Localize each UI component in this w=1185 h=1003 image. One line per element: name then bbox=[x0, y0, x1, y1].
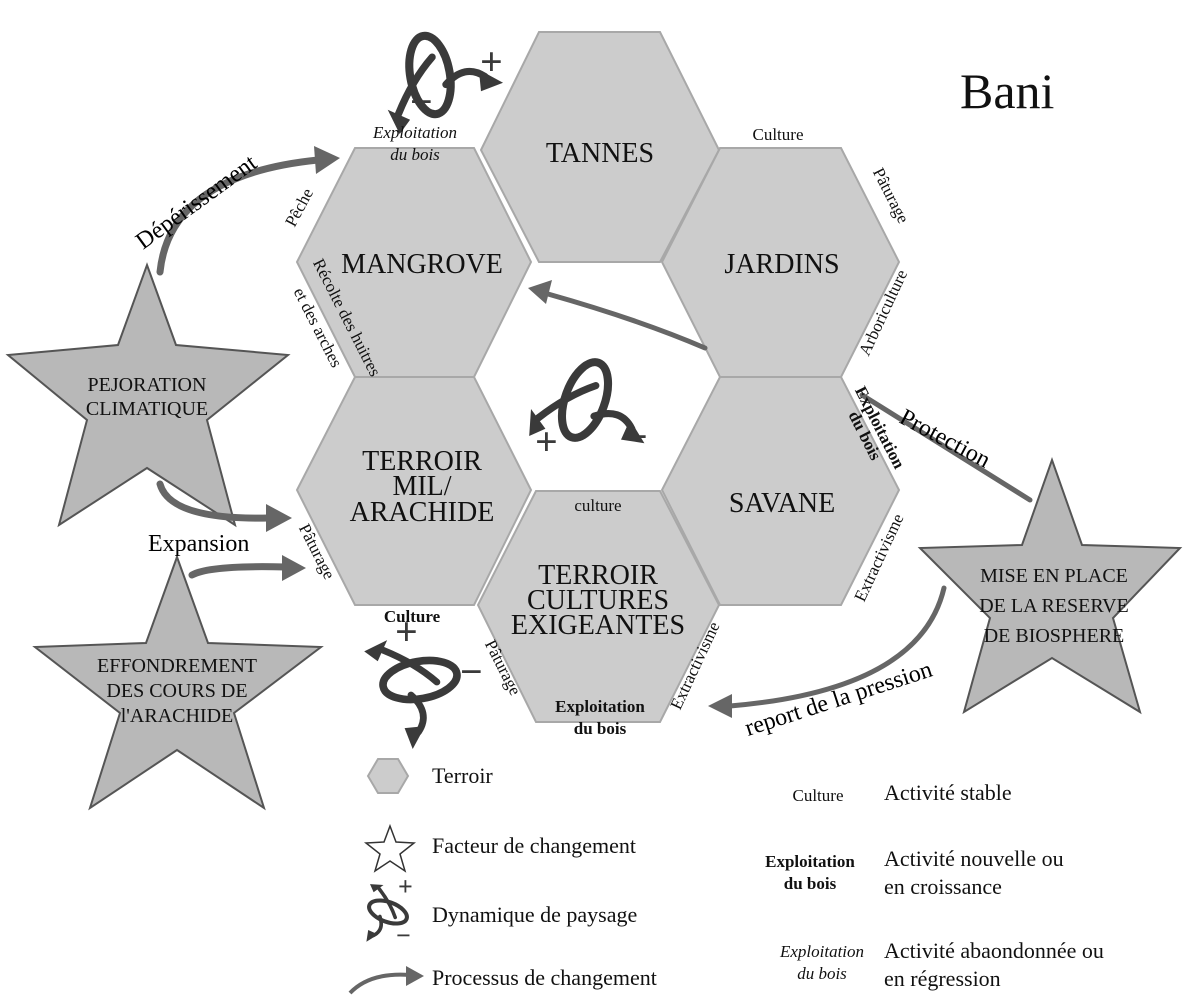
process-report-pression-arrow bbox=[708, 585, 947, 718]
terroir-mil-line1: TERROIR bbox=[362, 446, 482, 477]
factor-pejoration-line2: CLIMATIQUE bbox=[86, 398, 208, 420]
terroir-exig-line3: EXIGEANTES bbox=[511, 610, 685, 641]
legend-aband-example-line1: Exploitation bbox=[779, 942, 864, 961]
terroir-savane: SAVANE bbox=[660, 376, 901, 606]
legend-processus: Processus de changement bbox=[348, 965, 657, 995]
legend-new-desc-line1: Activité nouvelle ou bbox=[884, 846, 1064, 871]
act-exig-expl-line1: Exploitation bbox=[555, 697, 645, 716]
terroir-mangrove: MANGROVE bbox=[295, 147, 533, 378]
legend-dynamique: + − Dynamique de paysage bbox=[366, 872, 637, 950]
factor-effondrement-line2: DES COURS DE bbox=[106, 680, 247, 702]
legend-dyn-plus-icon: + bbox=[398, 872, 413, 901]
process-protection-label: Protection bbox=[895, 404, 994, 473]
terroir-exig-line2: CULTURES bbox=[527, 585, 669, 616]
legend-facteur-label: Facteur de changement bbox=[432, 833, 636, 858]
terroir-cultures-exigeantes: TERROIR CULTURES EXIGEANTES bbox=[476, 490, 721, 723]
dynamic-top-plus-icon: + bbox=[480, 39, 503, 84]
dynamic-icon-bottom: + − bbox=[358, 609, 484, 749]
act-center-culture: culture bbox=[574, 496, 621, 515]
legend-facteur: Facteur de changement bbox=[363, 823, 636, 873]
legend-stable-desc: Activité stable bbox=[884, 780, 1012, 805]
act-exig-expl-line2: du bois bbox=[574, 719, 627, 738]
dynamic-bottom-minus-icon: − bbox=[460, 649, 483, 694]
terroir-mangrove-label: MANGROVE bbox=[341, 249, 503, 280]
legend-aband-desc-line2: en régression bbox=[884, 966, 1001, 991]
factor-reserve-biosphere: MISE EN PLACE DE LA RESERVE DE BIOSPHERE bbox=[917, 456, 1183, 715]
terroir-jardins-label: JARDINS bbox=[724, 249, 839, 280]
factor-effondrement-line3: l'ARACHIDE bbox=[121, 705, 234, 727]
process-deperissement-arrow bbox=[156, 146, 340, 276]
legend-aband-example-line2: du bois bbox=[797, 964, 847, 983]
dynamic-center-plus-icon: + bbox=[535, 419, 558, 464]
dynamic-bottom-plus-icon: + bbox=[395, 609, 418, 654]
legend-dynamique-label: Dynamique de paysage bbox=[432, 902, 637, 927]
legend-aband-desc-line1: Activité abaondonnée ou bbox=[884, 938, 1104, 963]
act-tannes-expl-line1: Exploitation bbox=[372, 123, 457, 142]
legend-processus-label: Processus de changement bbox=[432, 965, 657, 990]
act-tannes-expl-line2: du bois bbox=[390, 145, 440, 164]
factor-reserve-line1: MISE EN PLACE bbox=[980, 565, 1128, 587]
act-tannes-culture: Culture bbox=[753, 125, 804, 144]
terroir-exig-line1: TERROIR bbox=[538, 560, 658, 591]
dynamic-icon-top: + − bbox=[360, 7, 504, 141]
process-pejoration-to-mil-arrow bbox=[156, 480, 292, 532]
dynamic-center-minus-icon: − bbox=[625, 414, 648, 459]
factor-reserve-line2: DE LA RESERVE bbox=[979, 595, 1129, 617]
dynamic-top-minus-icon: − bbox=[410, 79, 433, 124]
factor-reserve-line3: DE BIOSPHERE bbox=[984, 625, 1125, 647]
terroir-tannes-label: TANNES bbox=[546, 138, 654, 169]
dynamic-icon-center: + − bbox=[529, 356, 648, 464]
terroir-mil-line3: ARACHIDE bbox=[350, 497, 495, 528]
process-jardins-to-mangrove-arrow bbox=[528, 280, 708, 351]
act-peche: Pêche bbox=[281, 185, 317, 230]
terroir-savane-label: SAVANE bbox=[729, 488, 835, 519]
legend-new-desc-line2: en croissance bbox=[884, 874, 1002, 899]
legend-stable-example: Culture bbox=[793, 786, 844, 805]
legend-new-example-line1: Exploitation bbox=[765, 852, 855, 871]
act-culture-bold: Culture bbox=[384, 607, 441, 626]
diagram-title: Bani bbox=[960, 63, 1054, 119]
legend-terroir-label: Terroir bbox=[432, 763, 493, 788]
legend-dyn-minus-icon: − bbox=[396, 921, 411, 950]
process-deperissement-label: Dépérissement bbox=[131, 150, 262, 255]
factor-effondrement-arachide: EFFONDREMENT DES COURS DE l'ARACHIDE bbox=[32, 554, 324, 811]
process-protection-arrow bbox=[859, 392, 1033, 503]
process-expansion-label: Expansion bbox=[148, 531, 249, 557]
process-expansion-arrow bbox=[188, 555, 306, 581]
legend-new-example-line2: du bois bbox=[784, 874, 837, 893]
terroir-mil-arachide: TERROIR MIL/ ARACHIDE bbox=[295, 376, 533, 606]
factor-effondrement-line1: EFFONDREMENT bbox=[97, 655, 257, 677]
terroir-mil-line2: MIL/ bbox=[392, 471, 451, 502]
factor-pejoration-climatique: PEJORATION CLIMATIQUE bbox=[5, 262, 291, 528]
legend: Terroir Facteur de changement + − Dynami… bbox=[348, 758, 1104, 995]
legend-terroir: Terroir bbox=[366, 758, 493, 794]
factor-pejoration-line1: PEJORATION bbox=[88, 374, 207, 396]
